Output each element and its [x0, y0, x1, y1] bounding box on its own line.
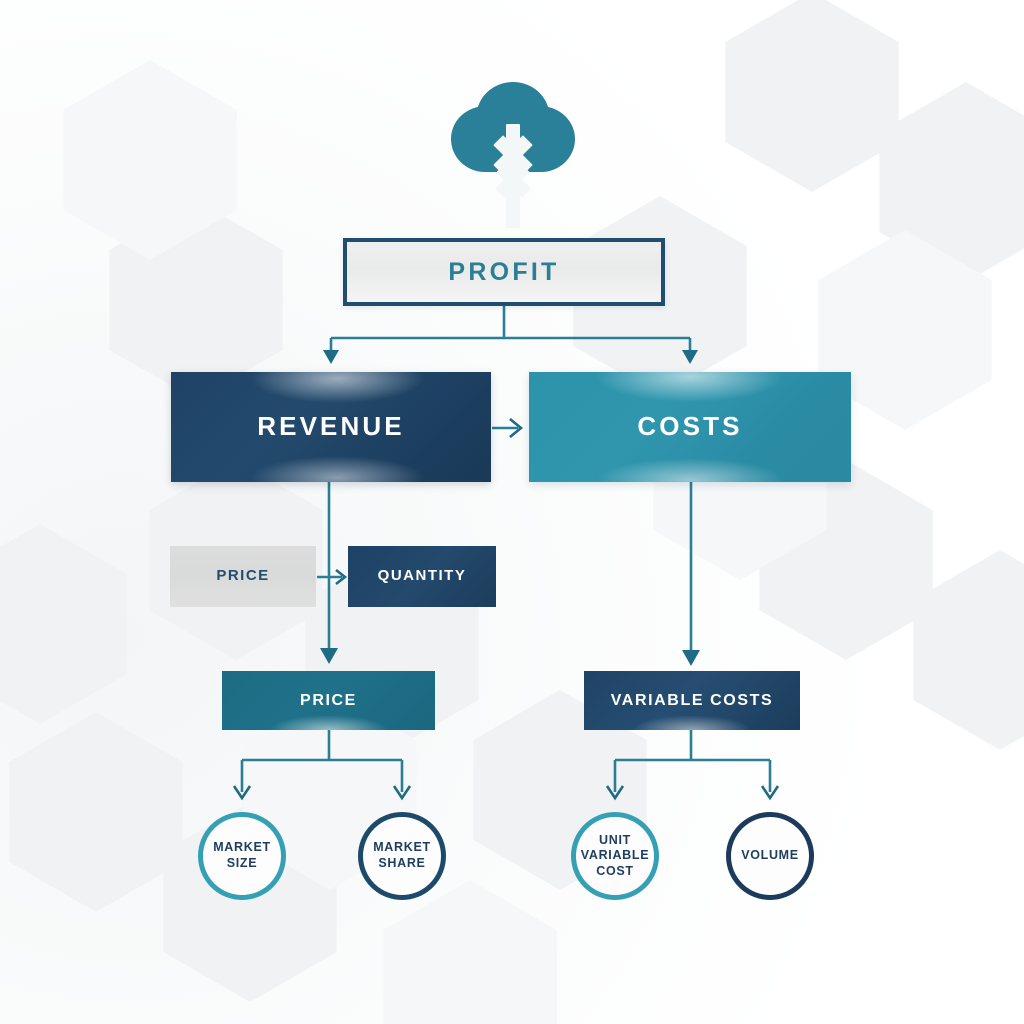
- node-market-share-label: MARKET SHARE: [373, 840, 431, 871]
- node-costs-label: COSTS: [637, 411, 743, 442]
- unit-variable-cost-line-2: VARIABLE: [580, 848, 650, 863]
- node-unit-variable-cost[interactable]: UNIT VARIABLE COST: [571, 812, 659, 900]
- node-unit-variable-cost-label: UNIT VARIABLE COST: [581, 833, 649, 880]
- node-costs[interactable]: COSTS: [529, 372, 851, 482]
- volume-line-1: VOLUME: [741, 848, 799, 863]
- node-market-size-label: MARKET SIZE: [213, 840, 271, 871]
- node-volume-label: VOLUME: [741, 848, 799, 864]
- node-price-mid-label: PRICE: [300, 691, 357, 709]
- node-profit-label: PROFIT: [448, 258, 560, 286]
- node-variable-costs[interactable]: VARIABLE COSTS: [584, 671, 800, 730]
- market-share-line-2: SHARE: [378, 856, 426, 870]
- market-size-line-1: MARKET: [213, 840, 271, 855]
- node-variable-costs-label: VARIABLE COSTS: [610, 691, 774, 709]
- node-price-driver-label: PRICE: [216, 567, 270, 585]
- unit-variable-cost-line-3: COST: [596, 863, 634, 878]
- unit-variable-cost-line-1: UNIT: [599, 832, 631, 847]
- node-revenue[interactable]: REVENUE: [171, 372, 491, 482]
- node-quantity-driver-label: QUANTITY: [377, 567, 467, 585]
- node-revenue-label: REVENUE: [257, 411, 405, 442]
- node-price-driver[interactable]: PRICE: [170, 546, 316, 607]
- market-size-line-2: SIZE: [226, 856, 258, 870]
- node-volume[interactable]: VOLUME: [726, 812, 814, 900]
- node-market-size[interactable]: MARKET SIZE: [198, 812, 286, 900]
- node-profit[interactable]: PROFIT: [343, 238, 665, 306]
- node-market-share[interactable]: MARKET SHARE: [358, 812, 446, 900]
- node-quantity-driver[interactable]: QUANTITY: [348, 546, 496, 607]
- node-price-mid[interactable]: PRICE: [222, 671, 435, 730]
- tree-icon: [451, 82, 575, 228]
- market-share-line-1: MARKET: [373, 840, 431, 855]
